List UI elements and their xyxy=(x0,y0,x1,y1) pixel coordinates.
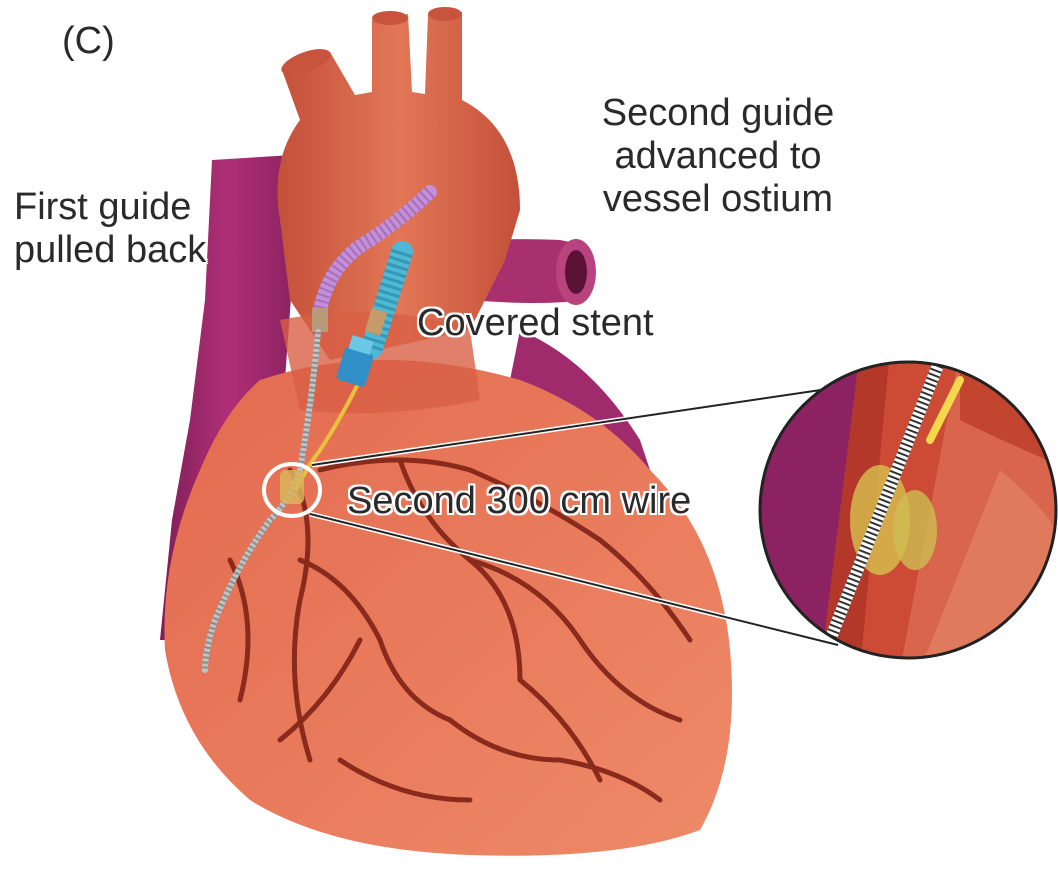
first-guide-line1: First guide xyxy=(14,186,206,229)
second-guide-line3: vessel ostium xyxy=(572,178,864,221)
second-guide-line1: Second guide xyxy=(572,92,864,135)
second-guide-line2: advanced to xyxy=(572,135,864,178)
covered-stent-label: Covered stent xyxy=(417,302,654,345)
first-guide-label: First guide pulled back xyxy=(14,186,206,272)
second-wire-label: Second 300 cm wire xyxy=(347,480,691,523)
second-guide-label: Second guide advanced to vessel ostium xyxy=(572,92,864,221)
magnified-vessel-inset xyxy=(750,350,1058,670)
first-guide-line2: pulled back xyxy=(14,229,206,272)
panel-label: (C) xyxy=(62,20,115,63)
heart-body xyxy=(164,360,732,856)
